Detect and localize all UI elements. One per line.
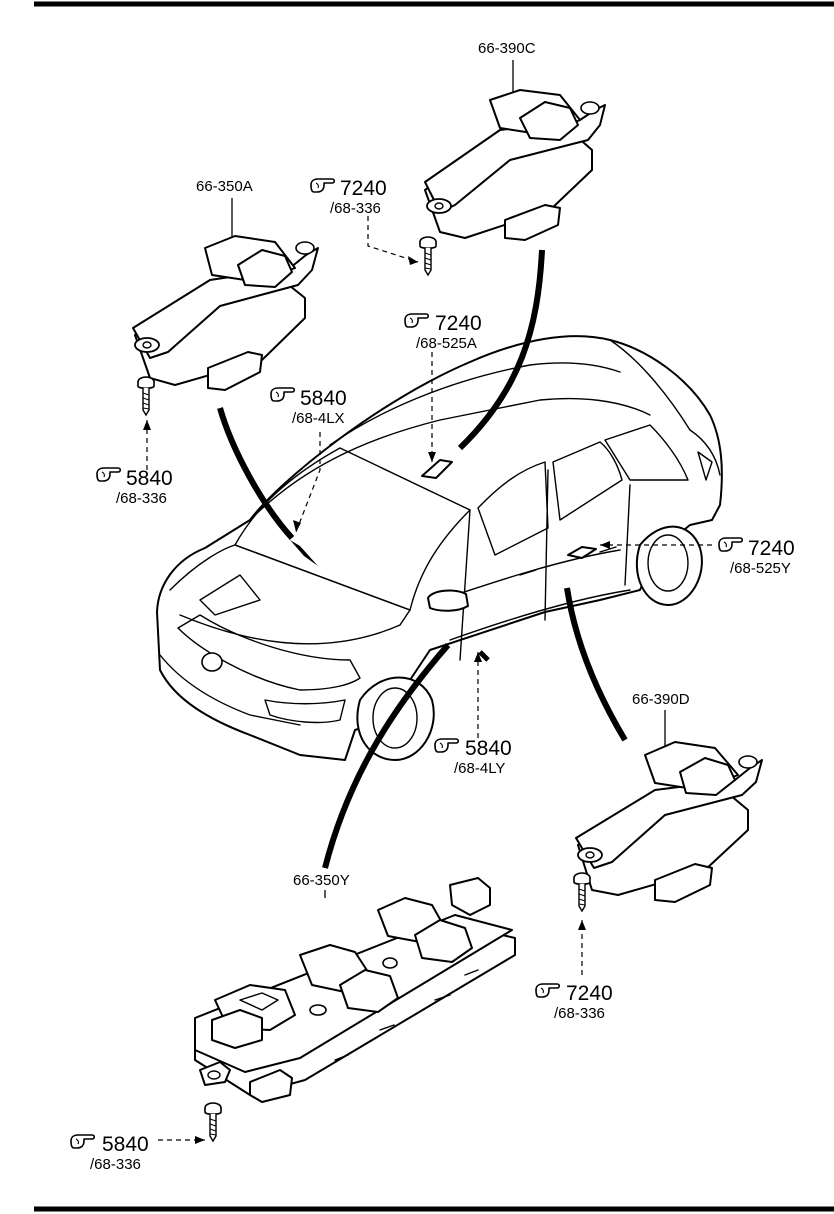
reference-page: /68-336 — [554, 1005, 605, 1022]
reference-page: /68-4LY — [454, 760, 505, 777]
reference-page: /68-336 — [90, 1156, 141, 1173]
part-number-label: 66-350Y — [293, 872, 350, 889]
reference-code: 5840 — [465, 737, 512, 760]
pointing-hand-icon — [535, 983, 561, 998]
reference-code: 7240 — [748, 537, 795, 560]
leader-line — [295, 432, 321, 533]
pointing-hand-icon — [310, 178, 336, 193]
reference-page: /68-4LX — [292, 410, 345, 427]
pointing-hand-icon — [718, 537, 744, 552]
pointing-hand-icon — [270, 387, 296, 402]
location-line — [217, 407, 295, 541]
power-window-switch-66-390C[interactable] — [424, 89, 606, 241]
reference-callout[interactable]: 5840 /68-336 — [70, 1133, 149, 1173]
reference-code: 7240 — [566, 982, 613, 1005]
reference-callout[interactable]: 5840 /68-4LX — [270, 387, 347, 427]
pointing-hand-icon — [70, 1134, 96, 1149]
reference-code: 5840 — [300, 387, 347, 410]
part-number-label: 66-350A — [196, 178, 253, 195]
pointing-hand-icon — [404, 313, 430, 328]
pointing-hand-icon — [96, 467, 122, 482]
reference-page: /68-525A — [416, 335, 477, 352]
part-number-label: 66-390C — [478, 40, 536, 57]
reference-callout[interactable]: 7240 /68-525Y — [718, 537, 795, 577]
reference-code: 5840 — [102, 1133, 149, 1156]
reference-code: 7240 — [340, 177, 387, 200]
screw-icon[interactable] — [573, 872, 591, 912]
leader-line — [367, 216, 419, 263]
location-line — [564, 587, 628, 742]
part-number-label: 66-390D — [632, 691, 690, 708]
location-line — [322, 643, 451, 869]
reference-code: 7240 — [435, 312, 482, 335]
screw-icon[interactable] — [204, 1102, 222, 1142]
location-line — [457, 249, 545, 451]
power-window-switch-66-390D[interactable] — [575, 741, 763, 903]
reference-page: /68-525Y — [730, 560, 791, 577]
reference-callout[interactable]: 5840 /68-4LY — [434, 737, 512, 777]
pointing-hand-icon — [434, 738, 460, 753]
reference-callout[interactable]: 7240 /68-336 — [310, 177, 387, 217]
reference-callout[interactable]: 7240 /68-336 — [535, 982, 613, 1022]
power-window-switch-66-350A[interactable] — [132, 235, 319, 391]
reference-code: 5840 — [126, 467, 173, 490]
screw-icon[interactable] — [137, 376, 155, 416]
reference-page: /68-336 — [330, 200, 381, 217]
vehicle-illustration — [156, 335, 723, 761]
reference-callout[interactable]: 5840 /68-336 — [96, 467, 173, 507]
screw-icon[interactable] — [419, 236, 437, 276]
master-window-switch-66-350Y[interactable] — [194, 877, 516, 1103]
reference-callout[interactable]: 7240 /68-525A — [404, 312, 482, 352]
reference-page: /68-336 — [116, 490, 167, 507]
